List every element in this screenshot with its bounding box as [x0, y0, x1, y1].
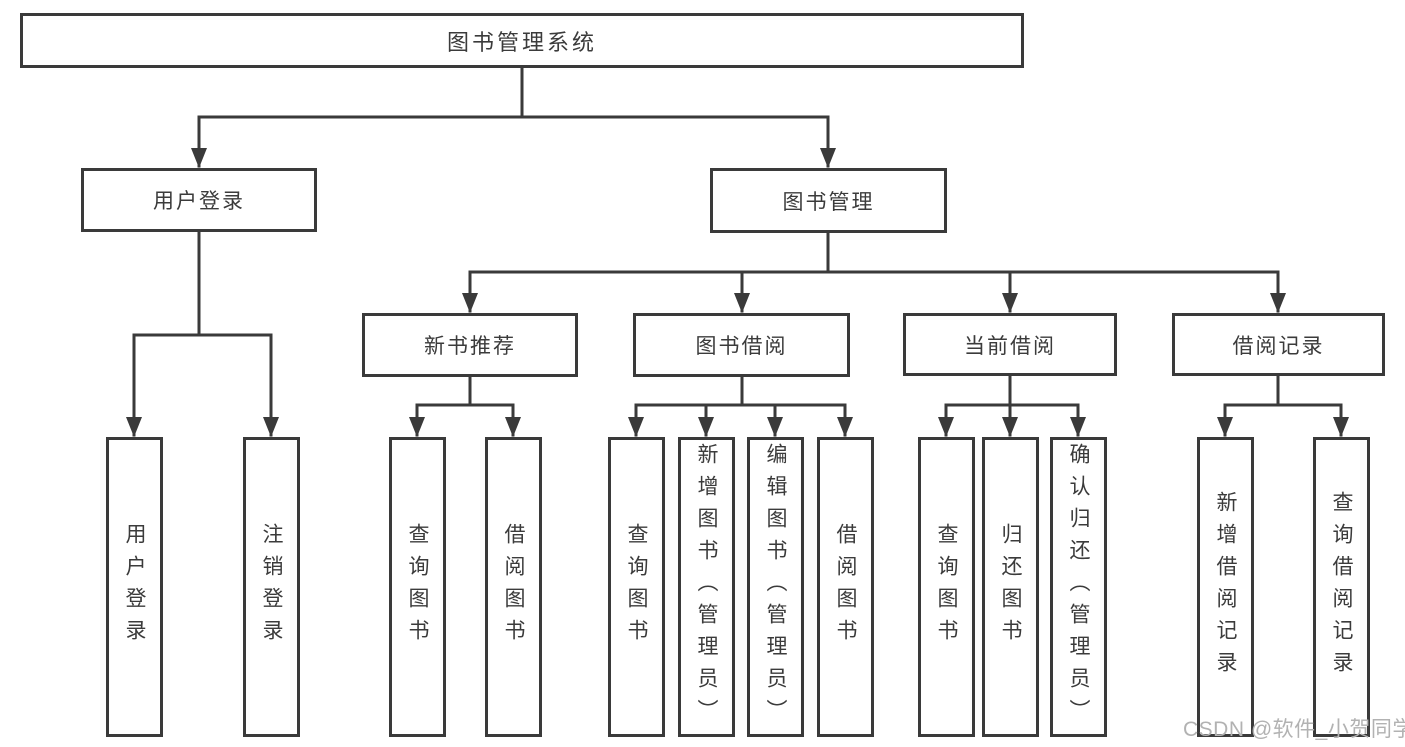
node-label: 图书管理系统	[446, 29, 597, 55]
node-label: 图书借阅	[695, 335, 788, 358]
node-label: 借阅记录	[1232, 334, 1325, 358]
node-book-management: 图书管理	[710, 168, 947, 233]
leaf-label: 借阅图书	[502, 523, 525, 651]
node-user-login: 用户登录	[81, 168, 317, 232]
leaf-label: 归还图书	[999, 523, 1022, 651]
leaf-logout: 注销登录	[243, 437, 300, 737]
leaf-add-borrow-record: 新增借阅记录	[1197, 437, 1254, 737]
node-borrow-records: 借阅记录	[1172, 313, 1385, 376]
node-label: 当前借阅	[964, 334, 1056, 358]
node-label: 图书管理	[782, 190, 875, 214]
leaf-label: 借阅图书	[834, 523, 857, 651]
leaf-label: 查询图书	[625, 523, 648, 651]
leaf-query-borrow-record: 查询借阅记录	[1313, 437, 1370, 737]
leaf-query-books-1: 查询图书	[389, 437, 446, 737]
node-new-book-recommend: 新书推荐	[362, 313, 578, 377]
node-label: 用户登录	[153, 190, 245, 213]
leaf-label: 查询借阅记录	[1330, 491, 1353, 683]
leaf-label: 查询图书	[935, 523, 958, 651]
node-root-library-management-system: 图书管理系统	[20, 13, 1024, 68]
node-current-borrow: 当前借阅	[903, 313, 1117, 376]
leaf-user-login: 用户登录	[106, 437, 163, 737]
node-label: 新书推荐	[424, 335, 516, 358]
leaf-confirm-return-admin: 确认归还（管理员）	[1050, 437, 1107, 737]
leaf-edit-books-admin: 编辑图书（管理员）	[747, 437, 804, 737]
leaf-label: 用户登录	[123, 523, 146, 651]
leaf-label: 新增图书（管理员）	[695, 443, 718, 731]
leaf-label: 注销登录	[260, 523, 283, 651]
leaf-label: 查询图书	[406, 523, 429, 651]
leaf-borrow-books-1: 借阅图书	[485, 437, 542, 737]
leaf-query-books-2: 查询图书	[608, 437, 665, 737]
leaf-add-books-admin: 新增图书（管理员）	[678, 437, 735, 737]
leaf-label: 确认归还（管理员）	[1067, 443, 1090, 731]
leaf-borrow-books-2: 借阅图书	[817, 437, 874, 737]
leaf-return-books: 归还图书	[982, 437, 1039, 737]
leaf-label: 编辑图书（管理员）	[764, 443, 787, 731]
leaf-query-books-3: 查询图书	[918, 437, 975, 737]
leaf-label: 新增借阅记录	[1214, 491, 1237, 683]
csdn-watermark: CSDN @软件_小贺同学	[1183, 718, 1405, 741]
node-book-borrow: 图书借阅	[633, 313, 850, 377]
